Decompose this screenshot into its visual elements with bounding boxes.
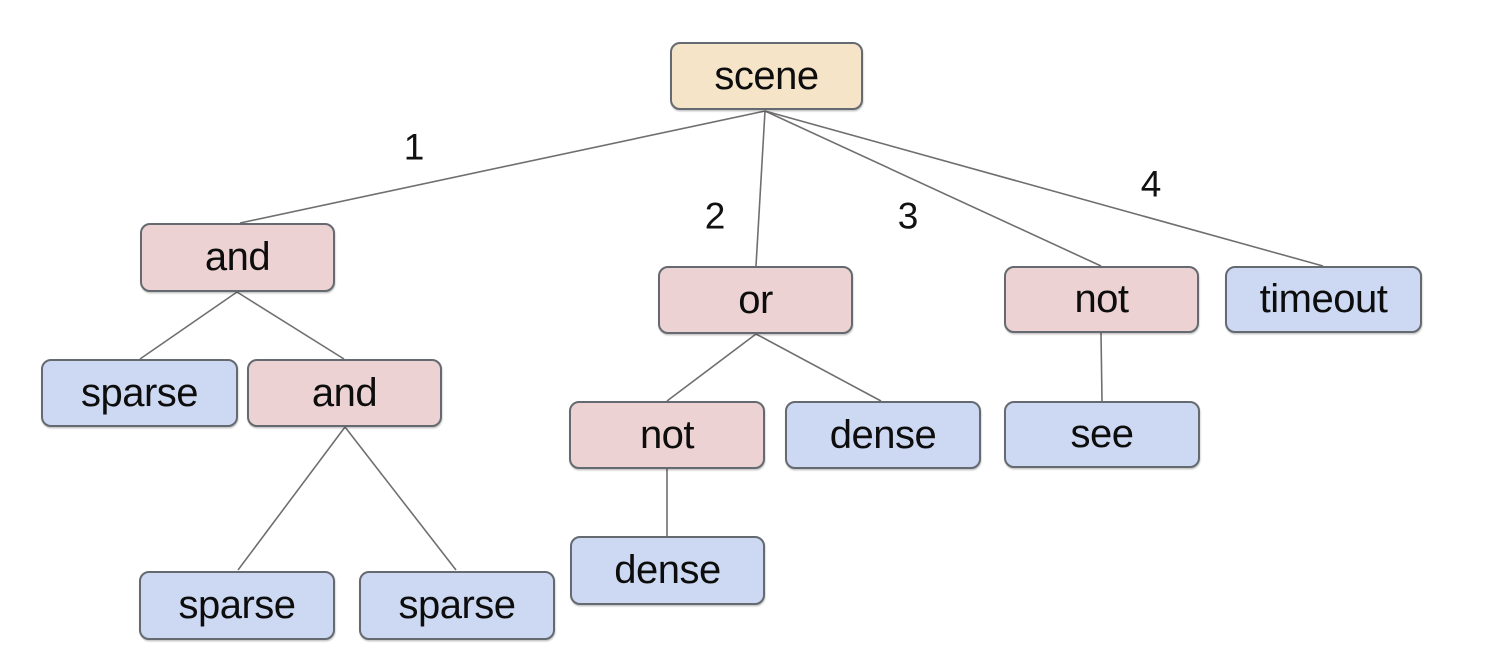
node-sparse-level3-label: sparse <box>80 370 199 415</box>
node-sparse-level3: sparse <box>41 359 238 427</box>
node-dense-level3: dense <box>785 401 981 469</box>
edge-label-branch-2: 2 <box>704 195 726 237</box>
node-and-level2: and <box>140 223 335 292</box>
node-dense-level4: dense <box>570 536 765 605</box>
edge-scene-timeout <box>764 110 1324 267</box>
node-dense-level3-label: dense <box>829 412 937 457</box>
edge-scene-and <box>239 110 766 224</box>
node-not-level2: not <box>1004 266 1199 333</box>
edge-and2-sparse2 <box>344 426 457 571</box>
node-not-level2-label: not <box>1074 277 1129 321</box>
edge-label-branch-4: 4 <box>1140 163 1162 205</box>
node-see-label: see <box>1070 412 1135 456</box>
node-sparse-level4-left: sparse <box>139 571 335 640</box>
node-and-level3-label: and <box>311 370 378 415</box>
node-scene: scene <box>670 42 863 110</box>
node-timeout: timeout <box>1225 266 1422 333</box>
edge-and2-sparse1 <box>237 426 346 571</box>
node-timeout-label: timeout <box>1259 277 1388 321</box>
edge-and-sparse <box>139 291 238 360</box>
node-sparse-level4-right-label: sparse <box>398 583 516 627</box>
edge-label-branch-1: 1 <box>403 126 425 168</box>
node-sparse-level4-right: sparse <box>359 571 555 640</box>
edge-or-not <box>666 333 757 402</box>
node-not-level3: not <box>569 401 765 469</box>
edge-scene-or <box>755 110 766 267</box>
edge-label-branch-3: 3 <box>897 195 919 237</box>
node-dense-level4-label: dense <box>614 548 721 592</box>
node-or-label: or <box>738 277 773 322</box>
node-and-level3: and <box>247 359 442 427</box>
edge-scene-not <box>764 110 1102 267</box>
node-not-level3-label: not <box>639 412 695 457</box>
edge-and-and <box>236 291 345 360</box>
node-see: see <box>1004 401 1200 468</box>
node-sparse-level4-left-label: sparse <box>178 583 296 627</box>
edge-not-see <box>1100 332 1103 402</box>
node-and-level2-label: and <box>204 235 271 279</box>
node-scene-label: scene <box>714 53 819 98</box>
edge-or-dense <box>755 333 882 402</box>
node-or: or <box>658 266 853 334</box>
